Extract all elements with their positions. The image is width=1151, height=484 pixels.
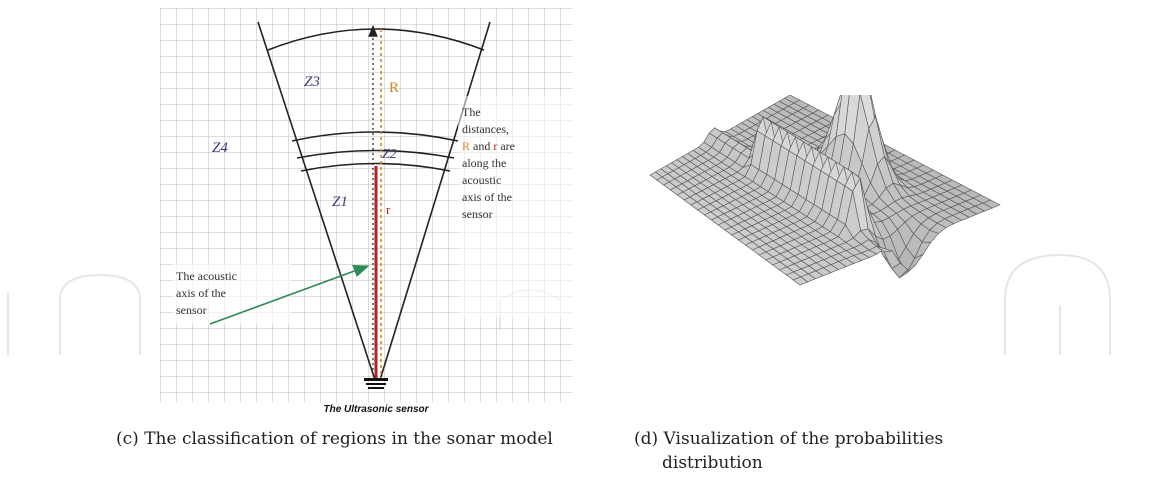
axis-note: The acoustic axis of the sensor	[172, 264, 290, 324]
axis-note-line-2: axis of the	[176, 286, 226, 300]
arc-z2-top	[291, 131, 459, 142]
distance-note: The distances, R and r are along the aco…	[458, 96, 572, 318]
axis-pointer-arrow	[209, 264, 370, 325]
surface-cell	[982, 199, 1001, 209]
ultrasonic-sensor-icon	[364, 378, 388, 389]
caption-d-line-2: distribution	[662, 453, 763, 473]
arc-z2-mid	[296, 149, 455, 159]
distance-note-line-2: distances,	[462, 122, 509, 136]
big-r-label: R	[389, 80, 399, 96]
probability-surface-plot	[649, 58, 1001, 286]
cone-left-edge	[257, 21, 376, 381]
distance-note-line-6: axis of the	[462, 190, 512, 204]
zone-label-z4: Z4	[212, 140, 228, 156]
sensor-label: The Ultrasonic sensor	[323, 404, 429, 415]
small-r-label: r	[386, 202, 391, 217]
distance-note-line-4: along the	[462, 156, 506, 170]
distance-note-line-3: R and r are	[462, 139, 515, 153]
cone-right-edge	[379, 21, 491, 381]
axis-note-line-1: The acoustic	[176, 269, 237, 283]
zone-label-z1: Z1	[332, 194, 348, 210]
distance-note-line-5: acoustic	[462, 173, 501, 187]
axis-note-line-3: sensor	[176, 303, 207, 317]
caption-c: (c) The classification of regions in the…	[116, 429, 553, 449]
caption-d-line-1: (d) Visualization of the probabilities	[634, 429, 944, 449]
zone-label-z3-top: Z3	[304, 74, 320, 90]
distance-note-line-1: The	[462, 105, 481, 119]
distance-note-line-7: sensor	[462, 207, 493, 221]
sonar-model-figure: Z3 Z4 Z2 Z1 R r The distances, R and r a…	[160, 8, 572, 416]
probability-surface-figure	[640, 58, 1010, 395]
zone-label-z2: Z2	[382, 147, 397, 162]
arc-z2-bottom	[300, 162, 451, 172]
